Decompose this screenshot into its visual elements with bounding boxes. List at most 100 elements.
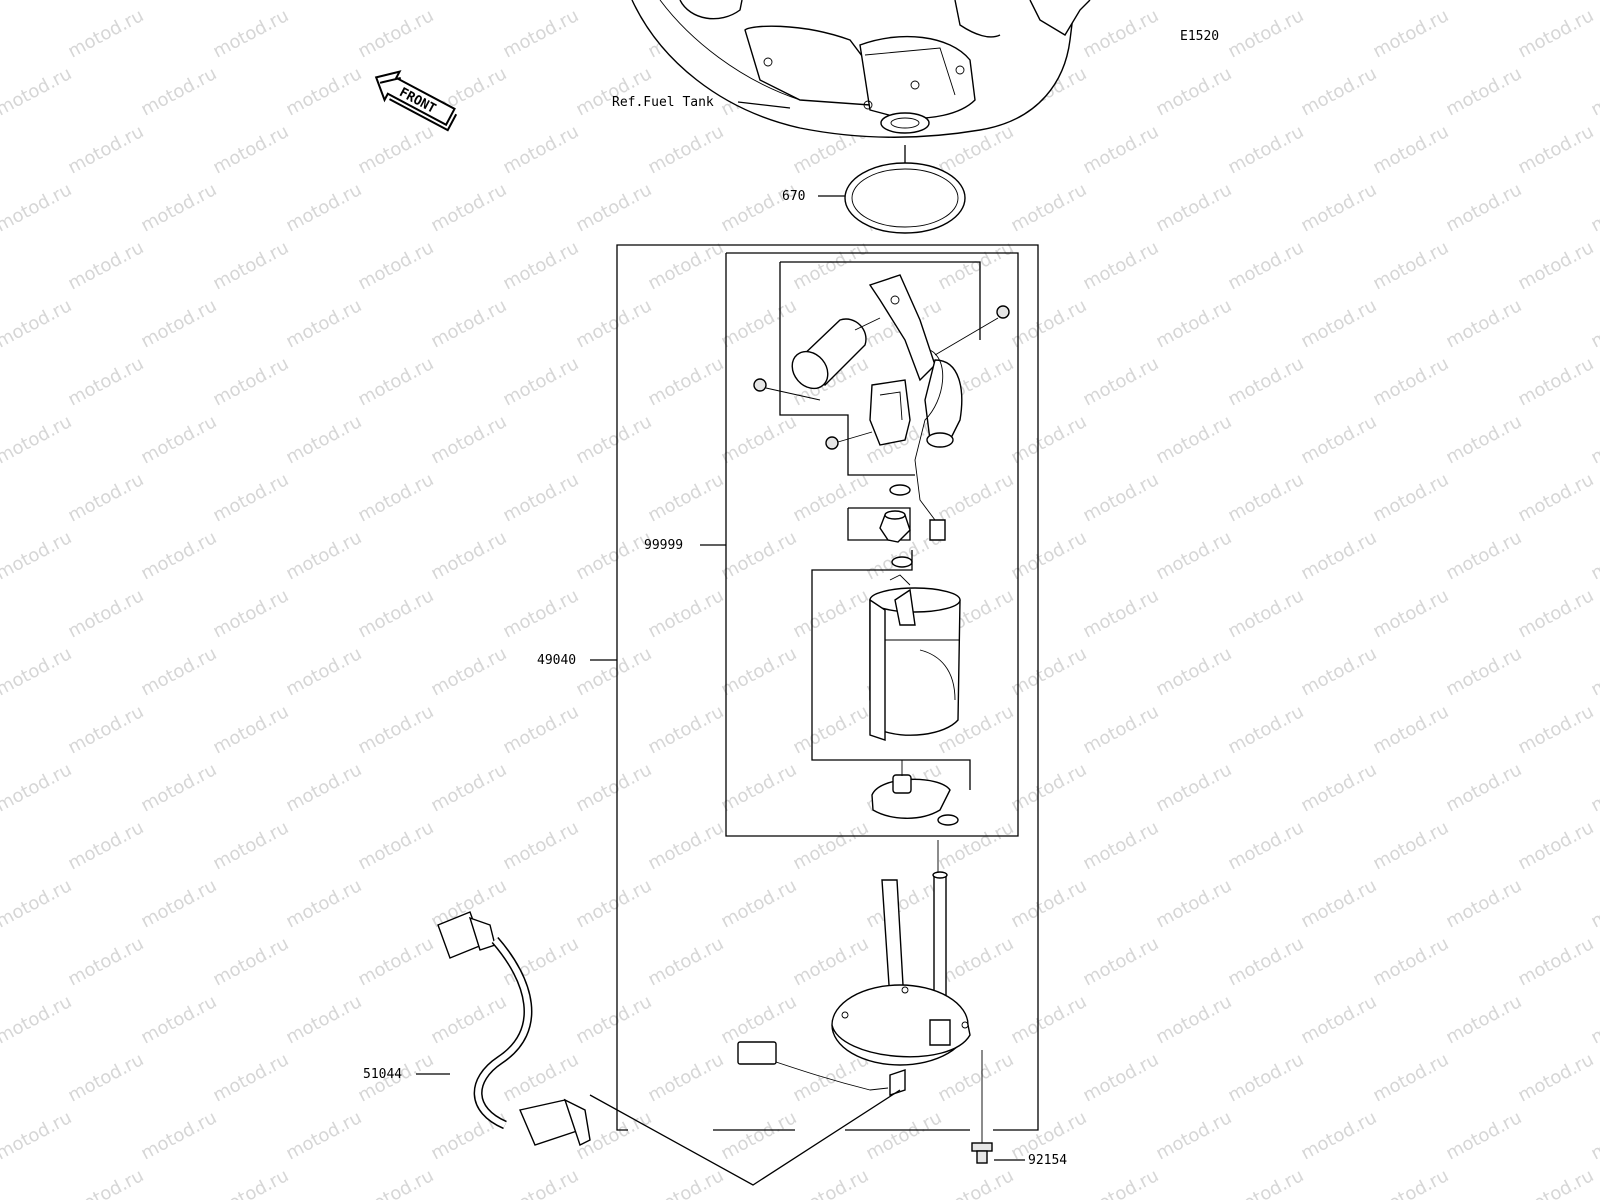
watermark-text: motod.ru <box>427 295 510 352</box>
watermark-text: motod.ru <box>1224 817 1307 874</box>
watermark-text: motod.ru <box>1007 179 1090 236</box>
watermark-text: motod.ru <box>1514 585 1597 642</box>
sub-bracket-pump <box>811 550 971 790</box>
watermark-text: motod.ru <box>137 1107 220 1164</box>
pump-filter-cap <box>871 774 951 819</box>
watermark-text: motod.ru <box>499 701 582 758</box>
watermark-text: motod.ru <box>0 991 75 1048</box>
watermark-text: motod.ru <box>1007 411 1090 468</box>
watermark-text: motod.ru <box>0 0 75 4</box>
watermark-text: motod.ru <box>354 701 437 758</box>
fuel-pump-body <box>869 574 961 741</box>
watermark-text: motod.ru <box>1297 1107 1380 1164</box>
watermark-text: motod.ru <box>499 585 582 642</box>
watermark-text: motod.ru <box>1369 585 1452 642</box>
watermark-text: motod.ru <box>354 1165 437 1200</box>
watermark-text: motod.ru <box>789 585 872 642</box>
watermark-text: motod.ru <box>354 933 437 990</box>
watermark-text: motod.ru <box>1079 1049 1162 1106</box>
watermark-text: motod.ru <box>644 353 727 410</box>
watermark-text: motod.ru <box>209 817 292 874</box>
bracket-99999 <box>725 252 1019 837</box>
watermark-text: motod.ru <box>64 237 147 294</box>
watermark-text: motod.ru <box>282 179 365 236</box>
watermark-text: motod.ru <box>1007 527 1090 584</box>
watermark-text: motod.ru <box>1369 353 1452 410</box>
watermark-text: motod.ru <box>1587 875 1600 932</box>
watermark-text: motod.ru <box>0 353 2 410</box>
watermark-text: motod.ru <box>644 933 727 990</box>
label-ref-fuel-tank: Ref.Fuel Tank <box>612 95 714 110</box>
filter-o-ring <box>937 814 959 826</box>
nut-right-line <box>934 317 999 356</box>
watermark-text: motod.ru <box>64 1165 147 1200</box>
watermark-text: motod.ru <box>0 875 75 932</box>
label-99999: 99999 <box>644 538 683 553</box>
watermark-text: motod.ru <box>1442 295 1525 352</box>
watermark-text: motod.ru <box>0 933 2 990</box>
watermark-text: motod.ru <box>1152 411 1235 468</box>
watermark-text: motod.ru <box>499 817 582 874</box>
watermark-text: motod.ru <box>1152 875 1235 932</box>
watermark-text: motod.ru <box>0 63 75 120</box>
watermark-text: motod.ru <box>0 817 2 874</box>
watermark-text: motod.ru <box>209 1165 292 1200</box>
watermark-text: motod.ru <box>354 469 437 526</box>
watermark-text: motod.ru <box>209 353 292 410</box>
watermark-text: motod.ru <box>1369 1165 1452 1200</box>
watermark-text: motod.ru <box>282 527 365 584</box>
watermark-text: motod.ru <box>1079 1165 1162 1200</box>
watermark-text: motod.ru <box>1224 121 1307 178</box>
label-51044: 51044 <box>363 1067 402 1082</box>
watermark-text: motod.ru <box>1079 353 1162 410</box>
watermark-text: motod.ru <box>934 1049 1017 1106</box>
watermark-text: motod.ru <box>1079 701 1162 758</box>
watermark-text: motod.ru <box>644 1165 727 1200</box>
watermark-text: motod.ru <box>1152 295 1235 352</box>
watermark-text: motod.ru <box>1442 527 1525 584</box>
leader-ref-fuel-tank <box>737 101 791 109</box>
watermark-text: motod.ru <box>717 991 800 1048</box>
watermark-text: motod.ru <box>789 701 872 758</box>
watermark-text: motod.ru <box>282 63 365 120</box>
watermark-text: motod.ru <box>644 585 727 642</box>
watermark-text: motod.ru <box>644 469 727 526</box>
watermark-text: motod.ru <box>0 701 2 758</box>
watermark-text: motod.ru <box>644 701 727 758</box>
watermark-text: motod.ru <box>282 295 365 352</box>
watermark-text: motod.ru <box>499 5 582 62</box>
bracket-49040 <box>616 244 1039 1131</box>
o-ring-670-inner <box>851 168 959 228</box>
watermark-text: motod.ru <box>1297 0 1380 4</box>
watermark-text: motod.ru <box>64 585 147 642</box>
watermark-text: motod.ru <box>499 469 582 526</box>
watermark-text: motod.ru <box>209 1049 292 1106</box>
watermark-text: motod.ru <box>64 1049 147 1106</box>
watermark-text: motod.ru <box>1369 701 1452 758</box>
watermark-text: motod.ru <box>1224 701 1307 758</box>
watermark-text: motod.ru <box>1442 0 1525 4</box>
watermark-text: motod.ru <box>934 817 1017 874</box>
watermark-text: motod.ru <box>1514 1165 1597 1200</box>
watermark-text: motod.ru <box>1224 5 1307 62</box>
watermark-text: motod.ru <box>0 179 75 236</box>
watermark-text: motod.ru <box>1224 237 1307 294</box>
watermark-text: motod.ru <box>137 179 220 236</box>
watermark-text: motod.ru <box>64 5 147 62</box>
watermark-text: motod.ru <box>64 701 147 758</box>
watermark-text: motod.ru <box>499 121 582 178</box>
watermark-text: motod.ru <box>1369 121 1452 178</box>
watermark-text: motod.ru <box>64 121 147 178</box>
nut-right <box>996 305 1010 319</box>
watermark-text: motod.ru <box>644 121 727 178</box>
watermark-text: motod.ru <box>1007 875 1090 932</box>
watermark-text: motod.ru <box>0 527 75 584</box>
watermark-text: motod.ru <box>427 1107 510 1164</box>
watermark-text: motod.ru <box>64 469 147 526</box>
watermark-text: motod.ru <box>572 295 655 352</box>
watermark-text: motod.ru <box>1514 353 1597 410</box>
watermark-text: motod.ru <box>1369 1049 1452 1106</box>
watermark-text: motod.ru <box>354 353 437 410</box>
